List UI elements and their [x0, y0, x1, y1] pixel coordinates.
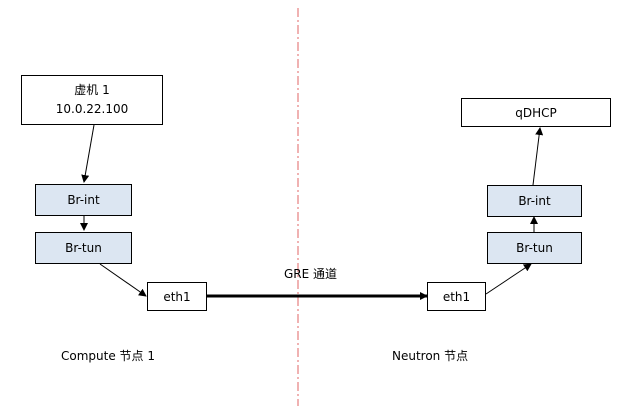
compute-br-tun-label: Br-tun: [65, 241, 102, 255]
vm-1-title: 虚机 1: [74, 83, 110, 97]
arrow-eth1-to-br-tun-neutron: [485, 263, 532, 295]
arrow-br-tun-to-eth1-compute: [99, 263, 147, 297]
neutron-br-tun-box: Br-tun: [487, 232, 582, 264]
qdhcp-label: qDHCP: [515, 105, 557, 120]
neutron-br-int-label: Br-int: [518, 194, 551, 208]
neutron-eth1-label: eth1: [442, 289, 471, 304]
compute-eth1-label: eth1: [163, 289, 191, 304]
neutron-br-int-box: Br-int: [487, 185, 582, 217]
vm-1-box: 虚机 1 10.0.22.100: [21, 75, 163, 125]
compute-br-tun-box: Br-tun: [35, 232, 132, 264]
gre-tunnel-label: GRE 通道: [284, 267, 338, 281]
arrow-vm-to-br-int: [81, 124, 95, 183]
neutron-eth1-box: eth1: [427, 282, 486, 311]
qdhcp-box: qDHCP: [461, 98, 611, 127]
vm-1-ip: 10.0.22.100: [55, 102, 129, 116]
compute-node-label: Compute 节点 1: [61, 349, 155, 363]
compute-br-int-box: Br-int: [35, 184, 132, 216]
neutron-br-tun-label: Br-tun: [516, 241, 553, 255]
compute-eth1-box: eth1: [147, 282, 207, 311]
compute-br-int-label: Br-int: [67, 193, 100, 207]
neutron-node-label: Neutron 节点: [392, 349, 469, 363]
arrow-br-int-to-qdhcp: [532, 127, 544, 186]
